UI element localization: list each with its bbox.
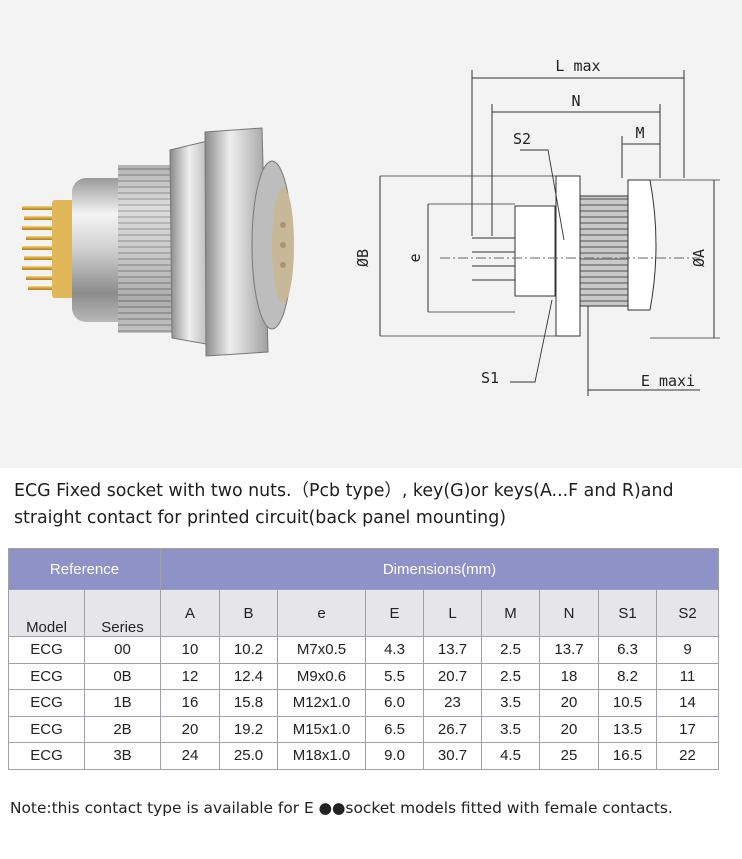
table-cell: 13.7 xyxy=(423,636,482,664)
connector-photo xyxy=(22,127,294,357)
label-n: N xyxy=(571,92,580,110)
table-cell: 8.2 xyxy=(598,662,657,690)
reference-header: Reference xyxy=(8,548,161,590)
table-cell: ECG xyxy=(8,662,85,690)
table-cell: 25.0 xyxy=(219,742,278,770)
leader-s1 xyxy=(510,299,553,383)
label-b: ØB xyxy=(354,249,372,267)
table-cell: 1B xyxy=(84,689,161,717)
gold-pins xyxy=(22,200,74,298)
col-header-e: E xyxy=(365,589,424,637)
col-header-model: Model xyxy=(8,589,85,637)
col-header-b: B xyxy=(219,589,278,637)
table-cell: 19.2 xyxy=(219,715,278,743)
table-cell: 5.5 xyxy=(365,662,424,690)
table-cell: 16.5 xyxy=(598,742,657,770)
table-cell: 22 xyxy=(655,742,720,770)
table-cell: 0B xyxy=(84,662,161,690)
table-cell: M15x1.0 xyxy=(277,715,366,743)
table-cell: 20 xyxy=(539,689,599,717)
col-header-a: A xyxy=(160,589,220,637)
table-cell: 10.2 xyxy=(219,636,278,664)
table-row: ECG 0B 12 12.4 M9x0.6 5.5 20.7 2.5 18 8.… xyxy=(8,662,720,690)
col-header-s2: S2 xyxy=(655,589,720,637)
table-row: ECG 00 10 10.2 M7x0.5 4.3 13.7 2.5 13.7 … xyxy=(8,636,720,664)
table-cell: 2.5 xyxy=(481,662,540,690)
table-cell: 12.4 xyxy=(219,662,278,690)
table-cell: 3.5 xyxy=(481,715,540,743)
table-cell: M7x0.5 xyxy=(277,636,366,664)
table-cell: 11 xyxy=(655,662,720,690)
dimensions-header: Dimensions(mm) xyxy=(159,548,720,590)
table-cell: 15.8 xyxy=(219,689,278,717)
table-cell: 20.7 xyxy=(423,662,482,690)
connector-illustration: L max N M S2 ØB e ØA S1 E maxi xyxy=(22,57,720,396)
table-cell: 24 xyxy=(160,742,220,770)
table-cell: 13.5 xyxy=(598,715,657,743)
table-cell: 6.3 xyxy=(598,636,657,664)
table-cell: 23 xyxy=(423,689,482,717)
drawing-flange xyxy=(627,179,657,311)
table-cell: 14 xyxy=(655,689,720,717)
drawing-thread xyxy=(579,195,629,307)
label-e: e xyxy=(406,253,424,262)
table-row: ECG 2B 20 19.2 M15x1.0 6.5 26.7 3.5 20 1… xyxy=(8,715,720,743)
col-header-n: N xyxy=(539,589,599,637)
table-cell: 6.5 xyxy=(365,715,424,743)
nut-2 xyxy=(204,127,269,357)
table-cell: M12x1.0 xyxy=(277,689,366,717)
table-cell: 30.7 xyxy=(423,742,482,770)
table-cell: ECG xyxy=(8,689,85,717)
table-cell: 2B xyxy=(84,715,161,743)
table-cell: 20 xyxy=(539,715,599,743)
table-row: ECG 3B 24 25.0 M18x1.0 9.0 30.7 4.5 25 1… xyxy=(8,742,720,770)
col-header-m: M xyxy=(481,589,540,637)
table-cell: 25 xyxy=(539,742,599,770)
leader-s2 xyxy=(520,149,565,241)
table-cell: M18x1.0 xyxy=(277,742,366,770)
col-header-e-thread: e xyxy=(277,589,366,637)
label-emax: E maxi xyxy=(641,372,695,390)
table-cell: 3B xyxy=(84,742,161,770)
table-cell: 16 xyxy=(160,689,220,717)
col-header-l: L xyxy=(423,589,482,637)
label-a: ØA xyxy=(690,249,708,267)
dimensions-table: Reference Dimensions(mm) Model Series A … xyxy=(8,548,720,770)
dimension-labels: L max N M S2 ØB e ØA S1 E maxi xyxy=(354,57,708,390)
col-header-s1: S1 xyxy=(598,589,657,637)
table-cell: 6.0 xyxy=(365,689,424,717)
label-m: M xyxy=(635,124,644,142)
table-cell: 10.5 xyxy=(598,689,657,717)
table-cell: ECG xyxy=(8,742,85,770)
product-caption: ECG Fixed socket with two nuts.（Pcb type… xyxy=(14,481,674,528)
table-cell: 4.3 xyxy=(365,636,424,664)
table-cell: ECG xyxy=(8,636,85,664)
rear-body xyxy=(72,178,132,322)
table-cell: 2.5 xyxy=(481,636,540,664)
label-s1: S1 xyxy=(481,369,499,387)
table-row: ECG 1B 16 15.8 M12x1.0 6.0 23 3.5 20 10.… xyxy=(8,689,720,717)
table-cell: 4.5 xyxy=(481,742,540,770)
table-cell: 17 xyxy=(655,715,720,743)
table-cell: 20 xyxy=(160,715,220,743)
col-header-series: Series xyxy=(84,589,161,637)
drawing-nut-1 xyxy=(555,175,581,337)
table-cell: 3.5 xyxy=(481,689,540,717)
label-s2: S2 xyxy=(513,130,531,148)
drawing-rear-body xyxy=(514,205,556,297)
table-cell: 9 xyxy=(655,636,720,664)
table-cell: 18 xyxy=(539,662,599,690)
table-cell: M9x0.6 xyxy=(277,662,366,690)
technical-drawing xyxy=(379,70,720,396)
label-lmax: L max xyxy=(555,57,600,75)
table-cell: 12 xyxy=(160,662,220,690)
table-cell: 13.7 xyxy=(539,636,599,664)
product-figure: L max N M S2 ØB e ØA S1 E maxi xyxy=(0,0,742,468)
table-cell: 9.0 xyxy=(365,742,424,770)
table-cell: 10 xyxy=(160,636,220,664)
table-cell: ECG xyxy=(8,715,85,743)
table-cell: 00 xyxy=(84,636,161,664)
availability-note: Note:this contact type is available for … xyxy=(10,799,673,817)
table-cell: 26.7 xyxy=(423,715,482,743)
